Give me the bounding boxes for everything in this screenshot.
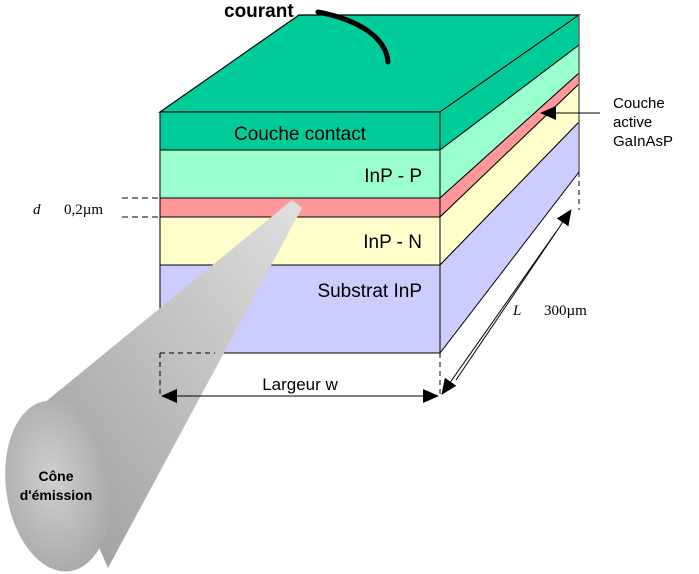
width-label: Largeur w [262,375,338,394]
active-callout-line3: GaInAsP [613,133,673,150]
length-symbol: L [512,303,521,319]
layer-contact [159,111,441,151]
active-callout-line1: Couche [613,95,665,112]
cone-label-line2: d'émission [20,487,93,503]
layer-inp-p [159,149,441,199]
label-substrate: Substrat InP [317,281,422,302]
current-label: courant [224,1,294,22]
emission-cone-face [5,400,111,572]
layer-inp-n [159,216,441,266]
label-inp-n: InP - N [363,232,422,253]
label-contact: Couche contact [234,124,367,145]
thickness-value: 0,2µm [64,202,103,218]
active-callout-line2: active [613,114,652,131]
thickness-symbol: d [33,202,41,218]
label-inp-p: InP - P [364,166,422,187]
length-value: 300µm [544,303,587,319]
current-wire [315,9,391,65]
cone-label-line1: Cône [39,468,74,484]
